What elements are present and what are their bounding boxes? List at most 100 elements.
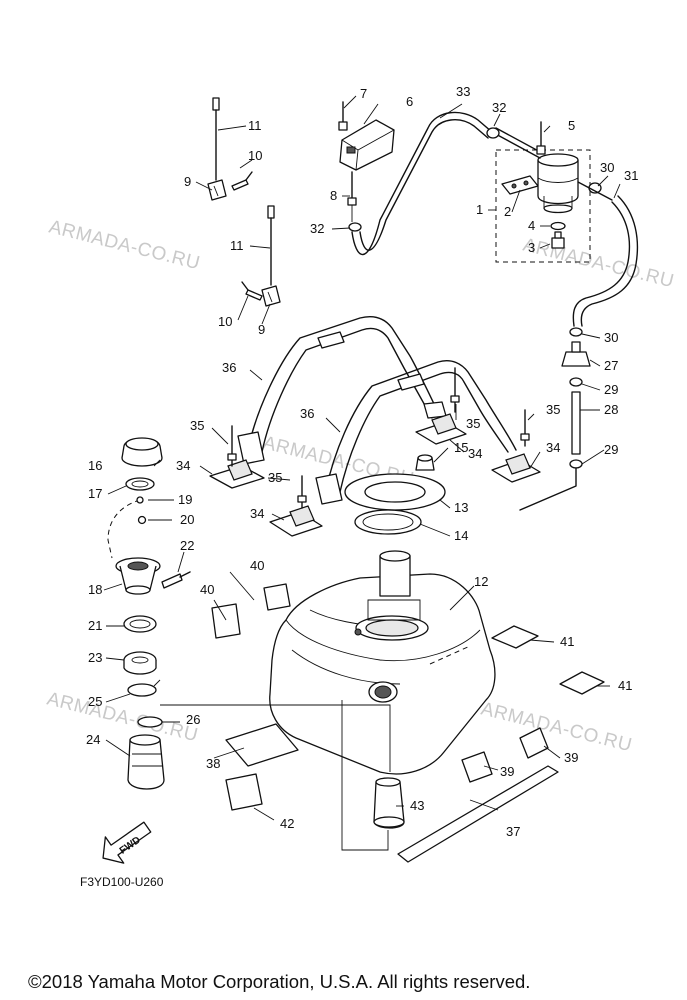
chain-19 [107, 496, 144, 559]
callout-39-a: 39 [500, 764, 514, 779]
screw-10-upper [231, 171, 253, 191]
callout-25: 25 [88, 694, 102, 709]
callout-28: 28 [604, 402, 618, 417]
screw-10-lower [241, 281, 263, 301]
bracket-34-a [209, 425, 265, 489]
bracket-34-b [269, 475, 323, 537]
cable-tie-upper [207, 97, 227, 201]
callout-32-right: 32 [492, 100, 506, 115]
callout-23: 23 [88, 650, 102, 665]
callout-41-a: 41 [560, 634, 574, 649]
callout-41-b: 41 [618, 678, 632, 693]
watermark-2: ARMADA-CO.RU [521, 234, 676, 292]
callout-42: 42 [280, 816, 294, 831]
callout-39-b: 39 [564, 750, 578, 765]
callout-14: 14 [454, 528, 468, 543]
callout-1: 1 [476, 202, 483, 217]
callout-2: 2 [504, 204, 511, 219]
callout-7: 7 [360, 86, 367, 101]
copyright-notice: ©2018 Yamaha Motor Corporation, U.S.A. A… [28, 971, 530, 992]
callout-20: 20 [180, 512, 194, 527]
callout-18: 18 [88, 582, 102, 597]
nut-23 [123, 651, 157, 675]
pad-42 [225, 773, 263, 811]
pad-41-a [491, 625, 539, 649]
watermark-1: ARMADA-CO.RU [47, 216, 202, 274]
screw-22 [161, 571, 191, 589]
watermark-4: ARMADA-CO.RU [45, 688, 200, 746]
bracket-34-c [415, 367, 467, 445]
hose-43-link-line [341, 700, 389, 851]
fuel-tank-12 [269, 550, 496, 775]
callout-6: 6 [406, 94, 413, 109]
gasket-17 [125, 477, 155, 491]
callout-26: 26 [186, 712, 200, 727]
pad-40-left [211, 603, 241, 639]
callout-17: 17 [88, 486, 102, 501]
fuel-filter-assembly [486, 121, 613, 263]
watermark-5: ARMADA-CO.RU [479, 698, 634, 756]
pad-39-b [519, 727, 549, 759]
callout-35-b: 35 [268, 470, 282, 485]
callout-34-c: 34 [468, 446, 482, 461]
callout-40-left: 40 [200, 582, 214, 597]
callout-43: 43 [410, 798, 424, 813]
hose-43 [373, 777, 405, 829]
callout-15: 15 [454, 440, 468, 455]
callout-21: 21 [88, 618, 102, 633]
callout-22: 22 [180, 538, 194, 553]
callout-9-upper: 9 [184, 174, 191, 189]
pad-41-b [559, 671, 605, 695]
callout-36-b: 36 [300, 406, 314, 421]
bolt-8 [347, 171, 357, 222]
callout-8: 8 [330, 188, 337, 203]
filler-link-line [160, 704, 391, 772]
callout-12: 12 [474, 574, 488, 589]
callout-35-d: 35 [546, 402, 560, 417]
callout-11-upper: 11 [248, 118, 262, 133]
callout-40-upper: 40 [250, 558, 264, 573]
screw-20 [137, 515, 147, 525]
strap-36-rear [315, 360, 517, 505]
callout-34-d: 34 [546, 440, 560, 455]
callout-29-upper: 29 [604, 382, 618, 397]
callout-9-lower: 9 [258, 322, 265, 337]
callout-24: 24 [86, 732, 100, 747]
fwd-arrow: FWD [102, 821, 152, 864]
callout-13: 13 [454, 500, 468, 515]
clamp-25 [127, 679, 161, 697]
callout-30-lower: 30 [604, 330, 618, 345]
callout-5: 5 [568, 118, 575, 133]
filler-cap-16 [121, 437, 163, 467]
callout-10-upper: 10 [248, 148, 262, 163]
pad-37 [397, 765, 559, 863]
gasket-14 [354, 509, 422, 535]
filler-hose-24 [127, 734, 165, 790]
callouts: 1 2 3 4 5 6 7 8 9 9 10 10 11 11 12 13 14… [86, 84, 638, 839]
bolt-7 [338, 101, 348, 131]
fuel-hose-31 [572, 195, 639, 327]
callout-29-lower: 29 [604, 442, 618, 457]
pad-38 [225, 723, 299, 767]
filler-neck-18 [115, 557, 161, 595]
retainer-ring-13 [344, 473, 446, 511]
callout-19: 19 [178, 492, 192, 507]
callout-36-a: 36 [222, 360, 236, 375]
callout-38: 38 [206, 756, 220, 771]
callout-34-a: 34 [176, 458, 190, 473]
callout-32-left: 32 [310, 221, 324, 236]
clamp-32-left [348, 222, 362, 232]
callout-16: 16 [88, 458, 102, 473]
callout-35-a: 35 [190, 418, 204, 433]
callout-35-c: 35 [466, 416, 480, 431]
callout-3: 3 [528, 240, 535, 255]
callout-11-lower: 11 [230, 238, 244, 253]
callout-37: 37 [506, 824, 520, 839]
pad-39-a [461, 751, 493, 783]
pad-40-upper [263, 583, 291, 611]
fuel-hose-33 [351, 111, 493, 256]
callout-34-b: 34 [250, 506, 264, 521]
part-6-cover [339, 119, 395, 171]
callout-33: 33 [456, 84, 470, 99]
